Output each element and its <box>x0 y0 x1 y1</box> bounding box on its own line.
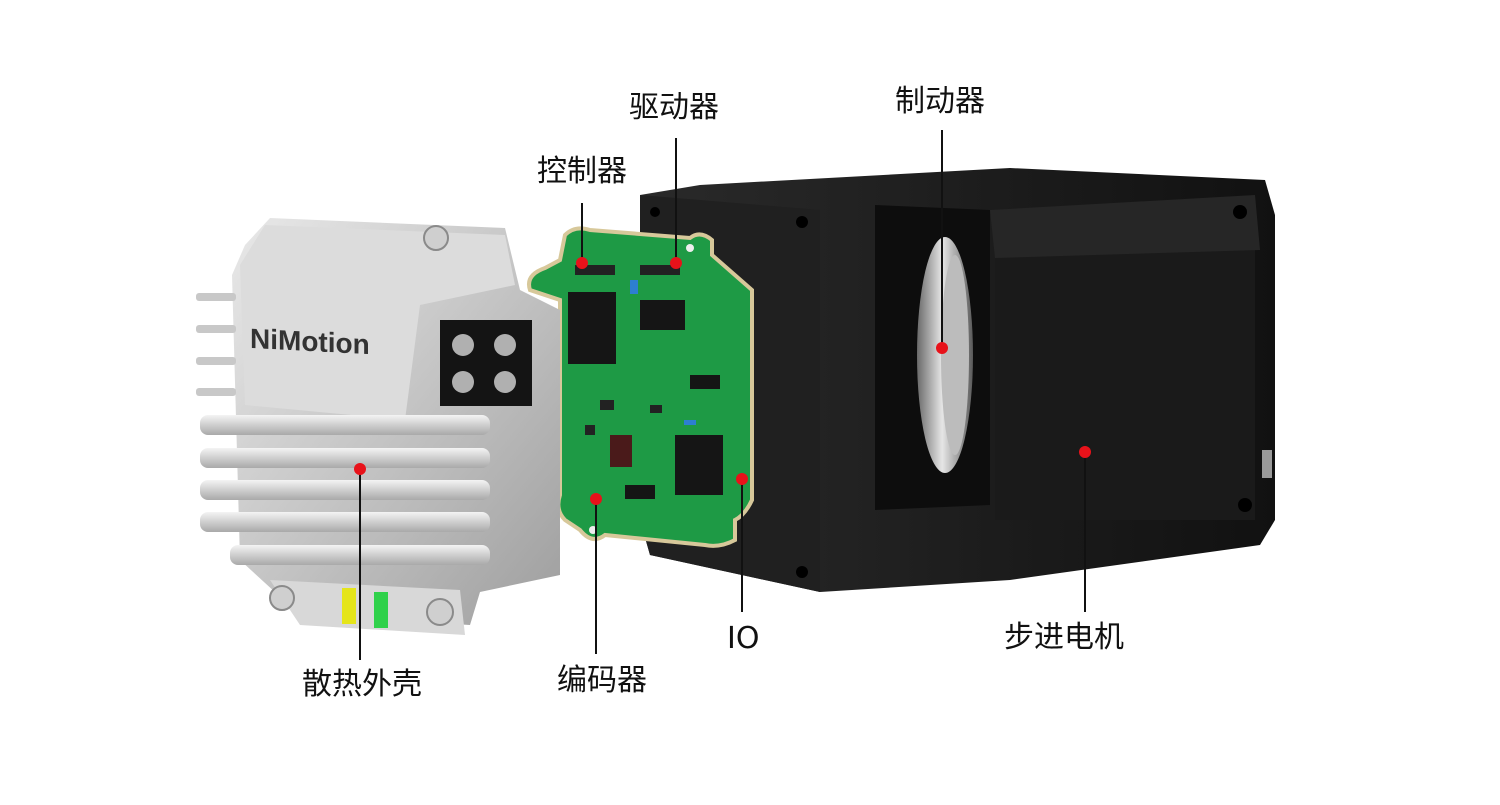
led-green <box>374 592 388 628</box>
marker-encoder <box>590 493 602 505</box>
label-heatsink-housing: 散热外壳 <box>302 667 422 702</box>
label-io: IO <box>727 621 760 656</box>
brake-disc <box>917 237 973 473</box>
label-brake: 制动器 <box>895 84 985 119</box>
label-controller: 控制器 <box>537 154 627 189</box>
part-markers <box>354 257 1091 505</box>
marker-drive <box>670 257 682 269</box>
marker-controller <box>576 257 588 269</box>
marker-motor <box>1079 446 1091 458</box>
marker-housing <box>354 463 366 475</box>
leader-lines <box>359 130 1086 660</box>
label-drive: 驱动器 <box>629 90 719 125</box>
marker-brake <box>936 342 948 354</box>
marker-io <box>736 473 748 485</box>
brand-logo: NiMotion <box>250 322 370 361</box>
pcb-board <box>527 226 754 548</box>
heatsink-housing <box>196 218 560 635</box>
label-encoder: 编码器 <box>557 663 647 698</box>
label-stepper-motor: 步进电机 <box>1004 620 1124 655</box>
led-yellow <box>342 588 356 624</box>
